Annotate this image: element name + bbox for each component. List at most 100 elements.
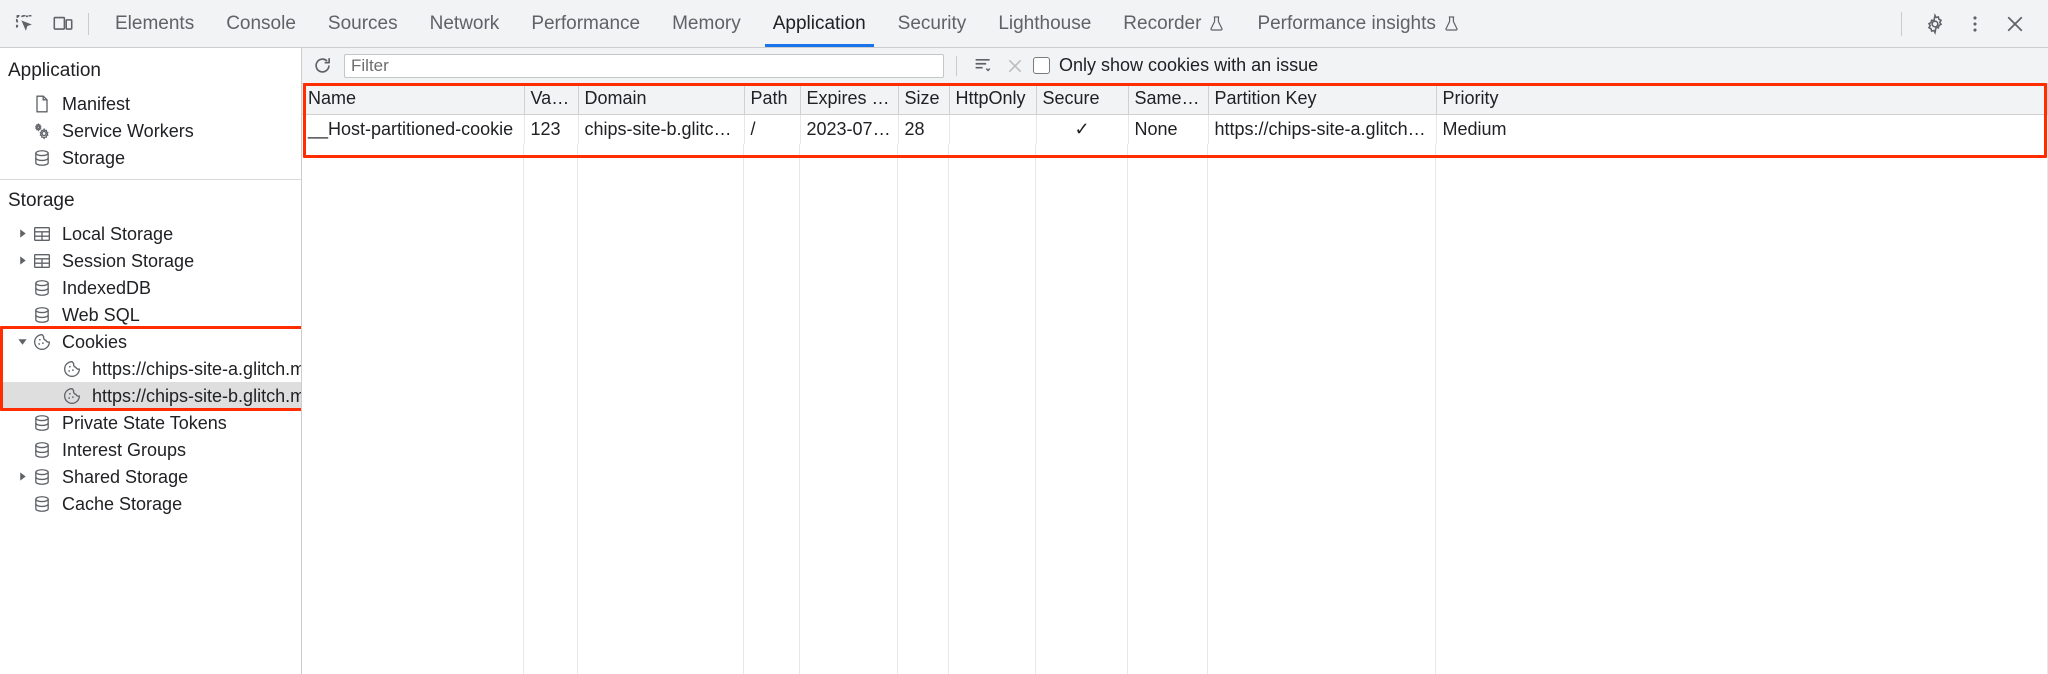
only-show-issues-label: Only show cookies with an issue <box>1059 55 1319 75</box>
sidebar-item-label: Cookies <box>62 331 128 352</box>
column-header-value[interactable]: Value <box>524 84 579 115</box>
sidebar-item-local-storage[interactable]: Local Storage <box>0 220 301 247</box>
cookie-icon <box>30 332 54 352</box>
cell-size[interactable]: 28 <box>898 114 950 144</box>
more-options-icon[interactable] <box>1956 5 1994 43</box>
sidebar-item-cookies[interactable]: Cookies <box>0 328 301 355</box>
close-icon[interactable] <box>1996 5 2034 43</box>
cell-partitionkey[interactable]: https://chips-site-a.glitch.me <box>1208 114 1437 144</box>
sidebar-item-label: Cache Storage <box>62 493 183 514</box>
tab-performance-insights[interactable]: Performance insights <box>1241 0 1475 47</box>
sidebar-item-label: https://chips-site-a.glitch.me <box>92 358 302 379</box>
column-header-size[interactable]: Size <box>898 84 950 115</box>
database-icon <box>30 440 54 460</box>
tab-sources[interactable]: Sources <box>312 0 414 47</box>
gear-icon[interactable] <box>1916 5 1954 43</box>
tab-recorder[interactable]: Recorder <box>1107 0 1241 47</box>
sidebar-item-label: Shared Storage <box>62 466 189 487</box>
sidebar-item-label: Manifest <box>62 93 131 114</box>
tab-memory[interactable]: Memory <box>656 0 757 47</box>
cell-name[interactable]: __Host-partitioned-cookie <box>302 114 525 144</box>
tab-label: Security <box>897 12 967 34</box>
tab-elements[interactable]: Elements <box>99 0 210 47</box>
cell-httponly[interactable] <box>949 114 1037 144</box>
column-header-samesite[interactable]: SameSite <box>1128 84 1209 115</box>
tab-label: Performance insights <box>1257 12 1436 34</box>
column-header-secure[interactable]: Secure <box>1036 84 1129 115</box>
filter-type-icon[interactable] <box>969 52 997 80</box>
cookies-table-empty-grid <box>302 144 2048 674</box>
sidebar-item-label: Storage <box>62 147 126 168</box>
column-header-httponly[interactable]: HttpOnly <box>949 84 1037 115</box>
only-show-issues-checkbox[interactable] <box>1033 57 1050 74</box>
cell-domain[interactable]: chips-site-b.glitch.me <box>578 114 745 144</box>
column-header-domain[interactable]: Domain <box>578 84 745 115</box>
database-icon <box>30 413 54 433</box>
gears-icon <box>30 121 54 141</box>
sidebar-item-https-chips-site-b-glitch-me[interactable]: https://chips-site-b.glitch.me <box>0 382 301 409</box>
filter-input[interactable] <box>344 53 944 78</box>
cookies-filter-toolbar: Only show cookies with an issue <box>302 48 2048 84</box>
grid-column-rule <box>578 144 744 674</box>
cell-secure[interactable]: ✓ <box>1036 114 1129 144</box>
tab-application[interactable]: Application <box>757 0 882 47</box>
sidebar-heading-application: Application <box>8 60 101 81</box>
column-header-priority[interactable]: Priority <box>1436 84 2048 115</box>
sidebar-item-cache-storage[interactable]: Cache Storage <box>0 490 301 517</box>
sidebar-item-shared-storage[interactable]: Shared Storage <box>0 463 301 490</box>
sidebar-item-web-sql[interactable]: Web SQL <box>0 301 301 328</box>
cell-priority[interactable]: Medium <box>1436 114 2048 144</box>
experiment-flask-icon <box>1443 15 1460 32</box>
sidebar-item-private-state-tokens[interactable]: Private State Tokens <box>0 409 301 436</box>
only-show-issues-checkbox-row[interactable]: Only show cookies with an issue <box>1033 55 1318 76</box>
column-header-name[interactable]: Name <box>302 84 525 115</box>
tab-lighthouse[interactable]: Lighthouse <box>982 0 1107 47</box>
database-icon <box>30 148 54 168</box>
column-header-path[interactable]: Path <box>744 84 801 115</box>
cell-path[interactable]: / <box>744 114 801 144</box>
sidebar-item-storage[interactable]: Storage <box>0 144 301 171</box>
grid-column-rule <box>898 144 949 674</box>
chevron-right-icon[interactable] <box>14 471 30 482</box>
sidebar-item-label: Web SQL <box>62 304 140 325</box>
clear-cookies-icon[interactable] <box>1001 52 1029 80</box>
filterbar-divider <box>956 55 957 76</box>
sidebar-item-https-chips-site-a-glitch-me[interactable]: https://chips-site-a.glitch.me <box>0 355 301 382</box>
sidebar-item-label: Private State Tokens <box>62 412 227 433</box>
cookies-panel: Only show cookies with an issue NameValu… <box>302 48 2048 674</box>
device-toolbar-icon[interactable] <box>44 5 82 43</box>
tab-security[interactable]: Security <box>882 0 983 47</box>
sidebar-item-label: https://chips-site-b.glitch.me <box>92 385 302 406</box>
tab-console[interactable]: Console <box>210 0 312 47</box>
sidebar-item-indexeddb[interactable]: IndexedDB <box>0 274 301 301</box>
cell-expires[interactable]: 2023-07-07… <box>800 114 899 144</box>
tab-label: Lighthouse <box>998 12 1092 34</box>
grid-column-rule <box>744 144 800 674</box>
tab-performance[interactable]: Performance <box>515 0 656 47</box>
sidebar-item-label: IndexedDB <box>62 277 152 298</box>
sidebar-item-session-storage[interactable]: Session Storage <box>0 247 301 274</box>
cell-samesite[interactable]: None <box>1128 114 1209 144</box>
column-header-expires[interactable]: Expires / M… <box>800 84 899 115</box>
chevron-right-icon[interactable] <box>14 255 30 266</box>
column-header-partitionkey[interactable]: Partition Key <box>1208 84 1437 115</box>
sidebar-item-manifest[interactable]: Manifest <box>0 90 301 117</box>
inspect-element-icon[interactable] <box>6 5 44 43</box>
tab-network[interactable]: Network <box>414 0 516 47</box>
sidebar-item-interest-groups[interactable]: Interest Groups <box>0 436 301 463</box>
database-icon <box>30 467 54 487</box>
cell-value[interactable]: 123 <box>524 114 579 144</box>
sidebar-item-service-workers[interactable]: Service Workers <box>0 117 301 144</box>
chevron-down-icon[interactable] <box>14 336 30 347</box>
refresh-icon[interactable] <box>308 52 336 80</box>
chevron-right-icon[interactable] <box>14 228 30 239</box>
cookie-icon <box>60 386 84 406</box>
table-icon <box>30 224 54 244</box>
